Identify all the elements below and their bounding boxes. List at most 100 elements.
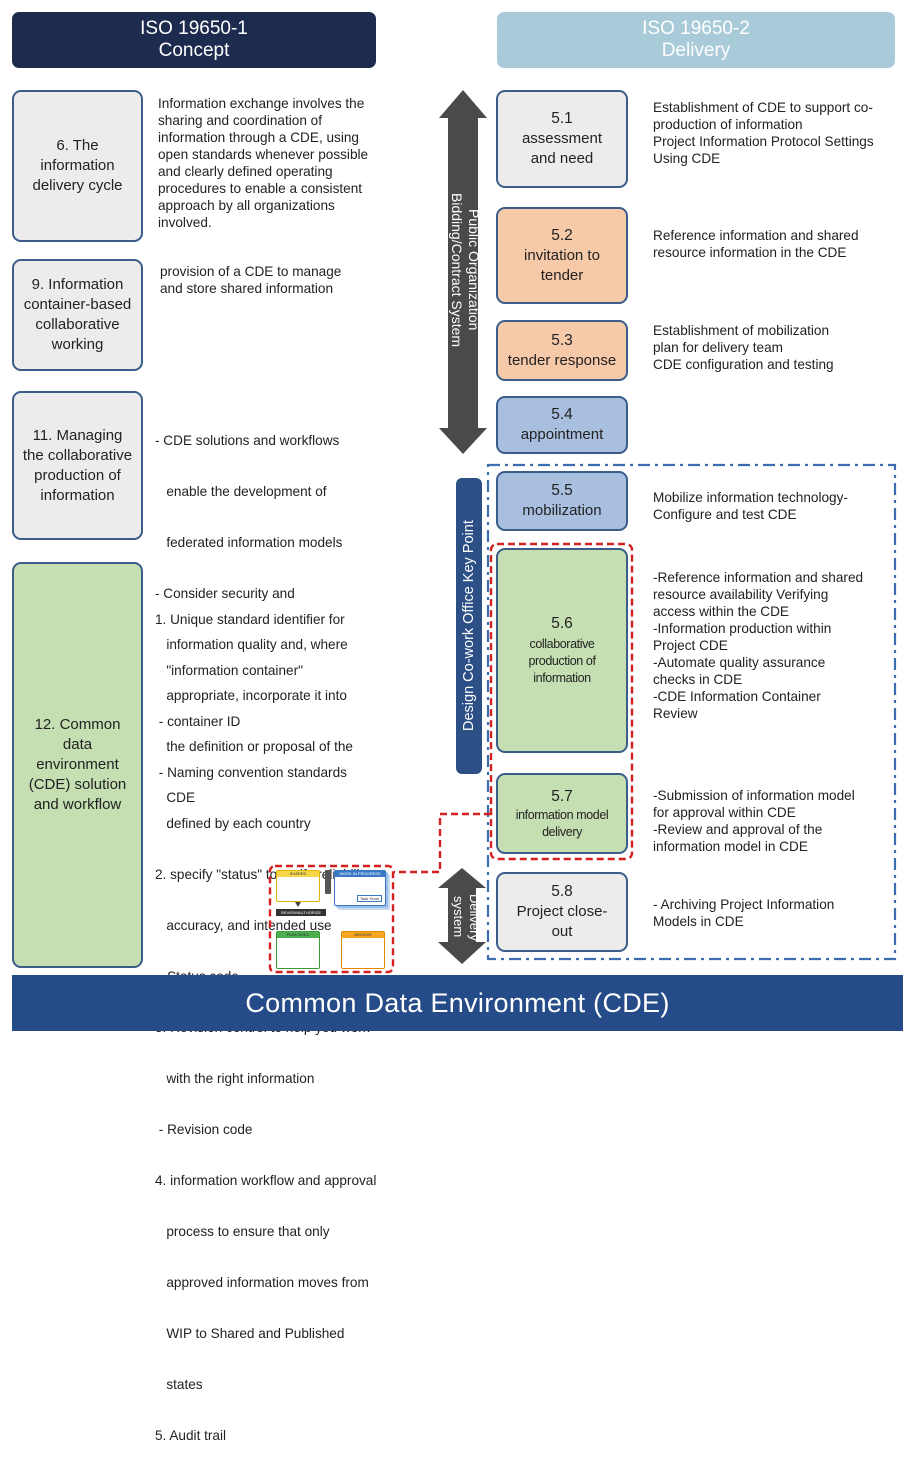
concept-label-line: container-based [23, 296, 132, 313]
step-label: delivery [542, 824, 582, 839]
desc-line: Mobilize information technology- [653, 490, 848, 505]
step-label: Project close- [516, 903, 608, 920]
desc-line: -CDE Information Container [653, 689, 821, 704]
concept-label-line: working [51, 336, 104, 353]
step-desc-5-8: - Archiving Project Information Models i… [653, 896, 893, 930]
step-number: 5.1 [551, 110, 573, 127]
cde-footer: Common Data Environment (CDE) [12, 975, 903, 1031]
desc-line: - Consider security and [155, 586, 295, 601]
concept-header-line1: ISO 19650-1 [140, 18, 248, 39]
desc-line: plan for delivery team [653, 340, 783, 355]
desc-line: Establishment of mobilization [653, 323, 830, 338]
footer-title: Common Data Environment (CDE) [245, 987, 670, 1018]
step-desc-5-6: -Reference information and shared resour… [653, 569, 893, 722]
step-desc-5-3: Establishment of mobilization plan for d… [653, 322, 908, 373]
step-label: information [533, 671, 591, 685]
desc-line: 1. Unique standard identifier for [155, 612, 345, 627]
concept-label-line: information [40, 157, 115, 174]
step-label: appointment [520, 426, 604, 443]
desc-line: involved. [158, 215, 212, 230]
desc-line: Project Information Protocol Settings [653, 134, 874, 149]
desc-line: information through a CDE, using [158, 130, 359, 145]
step-desc-5-7: -Submission of information model for app… [653, 787, 893, 855]
concept-header-line2: Concept [158, 40, 230, 61]
step-label: production of [528, 654, 596, 668]
concept-label-line: collaborative [35, 316, 120, 333]
concept-desc-11: - CDE solutions and workflows enable the… [155, 398, 425, 823]
desc-line: - Revision code [155, 1122, 253, 1137]
concept-box-12: 12. Common data environment (CDE) soluti… [12, 562, 143, 968]
step-label: out [551, 923, 573, 940]
concept-label-line: 12. Common [34, 716, 121, 733]
desc-line: and clearly defined operating [158, 164, 333, 179]
desc-line: - Naming convention standards [155, 765, 347, 780]
wf-arrow-icon [295, 902, 301, 907]
desc-line: provision of a CDE to manage [160, 264, 342, 279]
desc-line: Using CDE [653, 151, 721, 166]
desc-line: process to ensure that only [155, 1224, 330, 1239]
delivery-arrow-icon [438, 868, 486, 964]
delivery-header-line1: ISO 19650-2 [642, 18, 750, 39]
desc-line: with the right information [155, 1071, 315, 1086]
desc-line: -Reference information and shared [653, 570, 864, 585]
step-5-1: 5.1 assessment and need [496, 90, 628, 188]
desc-line: appropriate, incorporate it into [155, 688, 347, 703]
wf-task-team: Task Team [357, 895, 383, 902]
concept-label-line: information [40, 486, 115, 504]
desc-line: accuracy, and intended use [155, 918, 332, 933]
concept-desc-6: Information exchange involves the sharin… [158, 95, 418, 231]
step-desc-5-1: Establishment of CDE to support co- prod… [653, 99, 908, 167]
step-5-2: 5.2 invitation to tender [496, 207, 628, 304]
concept-label-line: delivery cycle [32, 177, 123, 194]
concept-label-line: and workflow [33, 796, 122, 813]
wf-small-marker [325, 870, 331, 894]
workflow-red-frame [268, 864, 395, 974]
delivery-system-label: Delivery system [442, 888, 482, 946]
wf-wip-title: WORK IN PROGRESS [335, 871, 385, 877]
wf-review-bar: REVIEW/AUTHORIZE [276, 909, 326, 916]
step-label: tender [540, 266, 584, 284]
step-number: 5.2 [551, 226, 573, 244]
concept-label-line: 11. Managing [32, 426, 123, 444]
desc-line: 5. Audit trail [155, 1428, 227, 1443]
desc-line: resource availability Verifying [653, 587, 829, 602]
wf-published-box: PUBLISHED [276, 931, 320, 969]
step-number: 5.7 [551, 787, 573, 805]
wf-wip-box: WORK IN PROGRESS Task Team [334, 870, 386, 906]
desc-line: procedures to enable a consistent [158, 181, 363, 196]
step-desc-5-2: Reference information and shared resourc… [653, 227, 908, 261]
red-connector [394, 812, 491, 874]
desc-line: states [155, 1377, 203, 1392]
desc-line: information quality and, where [155, 637, 348, 652]
step-5-5: 5.5 mobilization [496, 471, 628, 531]
design-office-frame [486, 463, 897, 961]
desc-line: -Automate quality assurance [653, 655, 826, 670]
step-number: 5.5 [551, 482, 573, 499]
step-5-4: 5.4 appointment [496, 396, 628, 454]
delivery-header-line2: Delivery [661, 40, 731, 61]
desc-line: Reference information and shared [653, 228, 859, 243]
step-5-6: 5.6 collaborative production of informat… [496, 548, 628, 753]
concept-label-line: 6. The [56, 137, 99, 154]
concept-label-line: 9. Information [31, 276, 124, 293]
desc-line: WIP to Shared and Published [155, 1326, 345, 1341]
desc-line: open standards whenever possible [158, 147, 369, 162]
desc-line: -Submission of information model [653, 788, 855, 803]
step-5-7: 5.7 information model delivery [496, 773, 628, 854]
desc-line: Models in CDE [653, 914, 744, 929]
desc-line: enable the development of [155, 484, 327, 499]
wf-archive-box: ARCHIVE [341, 931, 385, 969]
step-label: collaborative [529, 637, 595, 651]
step-label: information model [515, 807, 609, 822]
step-number: 5.8 [551, 883, 573, 900]
public-line1: Public Organization [466, 209, 482, 331]
wf-published-title: PUBLISHED [277, 932, 319, 938]
delivery-line2: system [451, 896, 466, 938]
concept-header: ISO 19650-1 Concept [12, 12, 376, 68]
desc-line: Establishment of CDE to support co- [653, 100, 873, 115]
desc-line: approach by all organizations [158, 198, 335, 213]
concept-label-line: (CDE) solution [28, 776, 127, 793]
desc-line: sharing and coordination of [158, 113, 322, 128]
desc-line: Project CDE [653, 638, 728, 653]
wf-shared-box: SHARED [276, 870, 320, 902]
